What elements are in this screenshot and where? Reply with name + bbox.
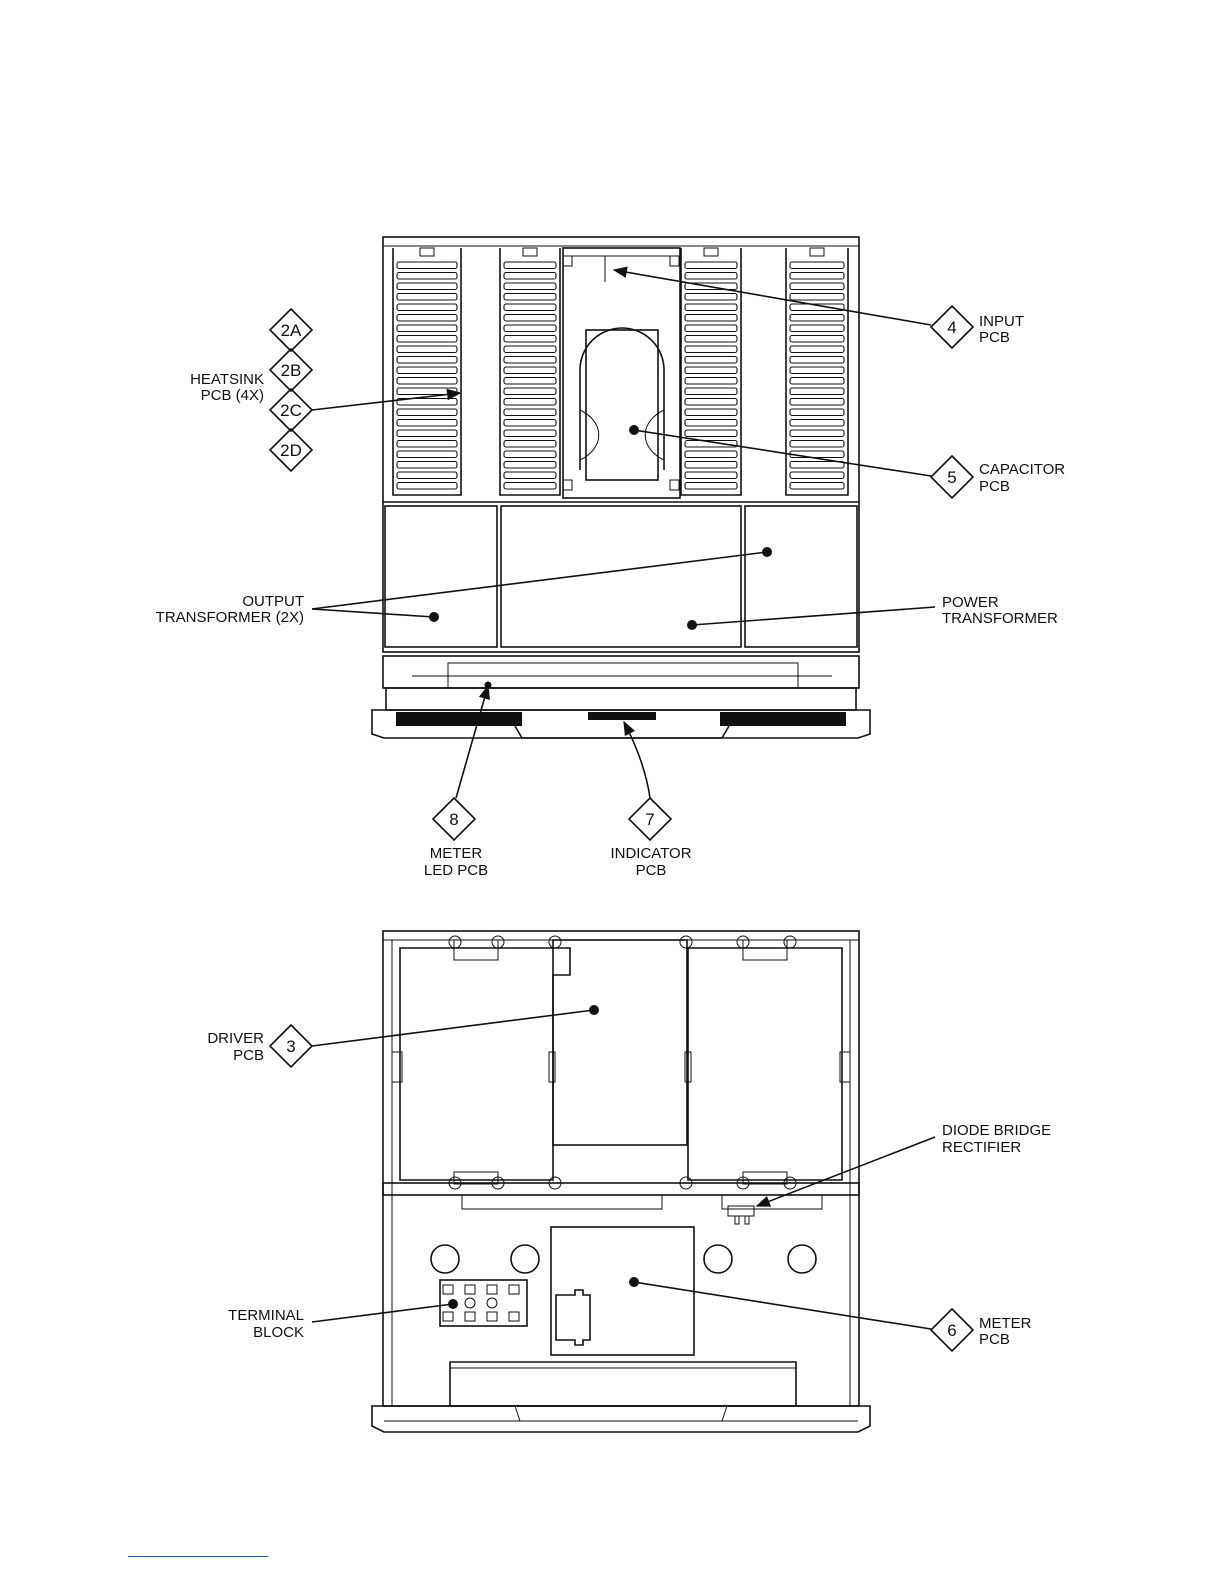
svg-text:2C: 2C xyxy=(280,401,302,420)
input-label-2: PCB xyxy=(979,329,1010,346)
driver-label-2: PCB xyxy=(233,1047,264,1064)
indicator-label-1: INDICATOR xyxy=(610,845,691,862)
driver-badge: 3 xyxy=(286,1037,295,1056)
terminal-block-label-1: TERMINAL xyxy=(228,1307,304,1324)
heatsink-badge-2b: 2B xyxy=(270,349,312,391)
capacitor-label-1: CAPACITOR xyxy=(979,461,1065,478)
output-transformer-label-1: OUTPUT xyxy=(242,593,304,610)
driver-label-1: DRIVER xyxy=(207,1030,264,1047)
meter-led-label-1: METER xyxy=(430,845,483,862)
callout-output-transformer: OUTPUT TRANSFORMER (2X) xyxy=(156,552,767,626)
svg-text:2D: 2D xyxy=(280,441,302,460)
meter-led-label-2: LED PCB xyxy=(424,862,488,879)
meter-badge: 6 xyxy=(947,1321,956,1340)
indicator-label-2: PCB xyxy=(636,862,667,879)
power-transformer-label-2: TRANSFORMER xyxy=(942,610,1058,627)
diode-bridge-label-2: RECTIFIER xyxy=(942,1139,1021,1156)
meter-label-1: METER xyxy=(979,1315,1032,1332)
callout-indicator-pcb: 7 INDICATOR PCB xyxy=(610,722,691,879)
diode-bridge-label-1: DIODE BRIDGE xyxy=(942,1122,1051,1139)
heatsink-fins xyxy=(393,248,848,495)
bottom-view-chassis xyxy=(372,931,870,1432)
capacitor-badge: 5 xyxy=(947,468,956,487)
capacitor-label-2: PCB xyxy=(979,478,1010,495)
callout-diode-bridge: DIODE BRIDGE RECTIFIER xyxy=(757,1122,1051,1206)
footer-rule xyxy=(128,1556,268,1557)
indicator-badge: 7 xyxy=(645,810,654,829)
meter-led-badge: 8 xyxy=(449,810,458,829)
terminal-block-label-2: BLOCK xyxy=(253,1324,304,1341)
callout-power-transformer: POWER TRANSFORMER xyxy=(692,594,1058,627)
heatsink-badge-2c: 2C xyxy=(270,389,312,431)
heatsink-badge-2d: 2D xyxy=(270,429,312,471)
heatsink-label-1: HEATSINK xyxy=(190,371,264,388)
power-transformer-label-1: POWER xyxy=(942,594,999,611)
svg-text:2B: 2B xyxy=(281,361,302,380)
meter-label-2: PCB xyxy=(979,1331,1010,1348)
heatsink-label-2: PCB (4X) xyxy=(201,387,264,404)
top-view-chassis xyxy=(372,237,870,738)
input-label-1: INPUT xyxy=(979,313,1024,330)
output-transformer-label-2: TRANSFORMER (2X) xyxy=(156,609,304,626)
input-badge: 4 xyxy=(947,318,956,337)
svg-text:2A: 2A xyxy=(281,321,302,340)
heatsink-badge-2a: 2A xyxy=(270,309,312,351)
callout-terminal-block: TERMINAL BLOCK xyxy=(228,1304,453,1341)
